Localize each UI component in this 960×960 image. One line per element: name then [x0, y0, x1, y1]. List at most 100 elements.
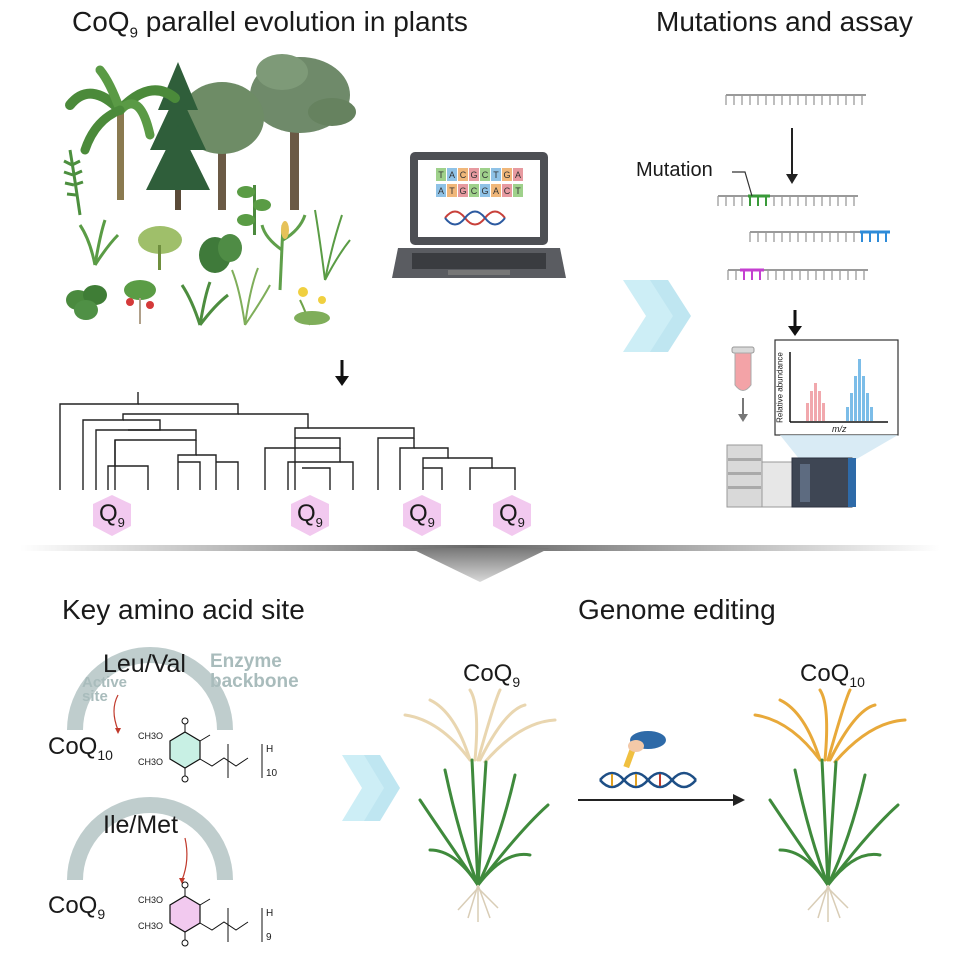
q9-label: Q9: [409, 500, 435, 530]
plant-collage: [63, 54, 356, 326]
broadleaf-tree-icon: [250, 54, 356, 210]
chain-bottom-n: 9: [266, 932, 272, 943]
spectrum-peak-blue: [862, 376, 865, 421]
round-tree-icon: [180, 82, 264, 210]
q9-subscript: 9: [117, 514, 125, 530]
methoxy-bottom-2: CH3O: [138, 921, 164, 931]
dna-letter: T: [515, 186, 521, 196]
mutation-label: Mutation: [636, 159, 713, 181]
mutation-down-arrow: [786, 128, 798, 184]
dna-strands: [717, 94, 890, 280]
spectrum-peaks: [806, 359, 873, 421]
dna-letter: C: [460, 170, 467, 180]
dna-letter: C: [482, 170, 489, 180]
title-coq-text: CoQ: [72, 6, 130, 37]
chevron-arrow-top-icon: [623, 280, 691, 352]
coq9-plant-subscript: 9: [512, 673, 521, 690]
strawberry-plant-icon: [124, 280, 156, 324]
wildflower-plant-icon: [231, 267, 271, 326]
methoxy-bottom-1: CH3O: [138, 895, 164, 905]
q9-label: Q9: [297, 500, 323, 530]
title-coq9-parallel-evolution: CoQ9 parallel evolution in plants: [72, 6, 468, 42]
dna-letter-cell: [469, 168, 479, 181]
phylogenetic-tree: [59, 392, 516, 490]
q9-label: Q9: [99, 500, 125, 530]
dna-letter: G: [481, 186, 488, 196]
dna-letter-cell: [469, 184, 479, 197]
test-tube-icon: [731, 346, 755, 422]
herb-plant-icon: [138, 226, 182, 270]
spectrum-peak-blue: [846, 407, 849, 421]
coq9-plant-main: CoQ: [463, 660, 513, 687]
active-site-arrow-top: [113, 694, 119, 731]
chain-top-h: H: [266, 744, 274, 755]
mass-spectrometer-icon: [726, 435, 898, 508]
dna-letter-cell: [513, 184, 523, 197]
spectrum-peak-pink: [814, 383, 817, 421]
active-site-arrow-bottom: [181, 837, 188, 881]
fern-icon: [63, 149, 84, 216]
spectrum-peak-pink: [806, 403, 809, 421]
dna-letter: C: [504, 186, 511, 196]
chain-top-n: 10: [266, 768, 278, 779]
dna-letter: G: [470, 170, 477, 180]
assay-down-arrow: [788, 310, 802, 336]
title-mutations-and-assay: Mutations and assay: [656, 6, 913, 37]
dna-letter: A: [438, 186, 444, 196]
q9-label: Q9: [499, 500, 525, 530]
dna-letter-cell: [458, 168, 468, 181]
spectrum-panel: [774, 339, 899, 436]
title-genome-editing: Genome editing: [578, 594, 776, 625]
dna-letter-cell: [480, 184, 490, 197]
dna-letter-cell: [458, 184, 468, 197]
dna-letter-cell: [436, 184, 446, 197]
title-key-amino-acid-site: Key amino acid site: [62, 594, 305, 625]
coq10-subscript: 10: [97, 746, 113, 763]
coq9-main-text: CoQ: [48, 892, 98, 919]
q9-subscript: 9: [315, 514, 323, 530]
dna-letter-cell: [491, 184, 501, 197]
palm-tree-icon: [65, 65, 180, 200]
dna-helix-icon: [444, 210, 506, 226]
coq10-plant-label: CoQ10: [800, 660, 865, 690]
assay-xlabel: m/z: [832, 424, 847, 434]
vine-plant-icon: [237, 185, 271, 235]
grass-plant-icon: [78, 219, 120, 266]
enzyme-backbone-arc-top: [67, 647, 233, 731]
dna-letter-cell: [502, 184, 512, 197]
dna-letter-cell: [513, 168, 523, 181]
spectrum-peak-blue: [850, 393, 853, 421]
enzyme-backbone-label: Enzyme backbone: [210, 651, 299, 692]
dna-letter-cell: [502, 168, 512, 181]
chevron-arrow-bottom-icon: [342, 755, 400, 821]
coq10-product-label: CoQ10: [48, 733, 113, 763]
dna-letter: A: [515, 170, 521, 180]
q9-main: Q: [409, 500, 428, 527]
dna-letter: C: [471, 186, 478, 196]
dna-letter-cell: [447, 168, 457, 181]
title-coq-subscript: 9: [129, 24, 138, 42]
dna-letter-cell: [480, 168, 490, 181]
dna-letter: T: [438, 170, 444, 180]
rice-plant-coq9-icon: [403, 688, 557, 922]
spectrum-peak-pink: [822, 403, 825, 421]
onion-plant-icon: [180, 281, 229, 326]
methoxy-top-1: CH3O: [138, 731, 164, 741]
hand-pen-icon: [623, 731, 666, 769]
clover-plant-icon: [66, 285, 107, 320]
q9-main: Q: [499, 500, 518, 527]
spectrum-peak-pink: [818, 391, 821, 421]
reed-plant-icon: [314, 209, 351, 281]
mutation-pointer-line: [732, 171, 753, 197]
coq9-plant-label: CoQ9: [463, 660, 520, 690]
quinone-ring-top: [169, 717, 263, 783]
coq9-product-label: CoQ9: [48, 892, 105, 922]
dna-letter: T: [449, 186, 455, 196]
dandelion-plant-icon: [294, 287, 330, 326]
active-site-label: Active site: [82, 674, 128, 705]
coq10-main-text: CoQ: [48, 733, 98, 760]
q9-main: Q: [297, 500, 316, 527]
q9-subscript: 9: [517, 514, 525, 530]
